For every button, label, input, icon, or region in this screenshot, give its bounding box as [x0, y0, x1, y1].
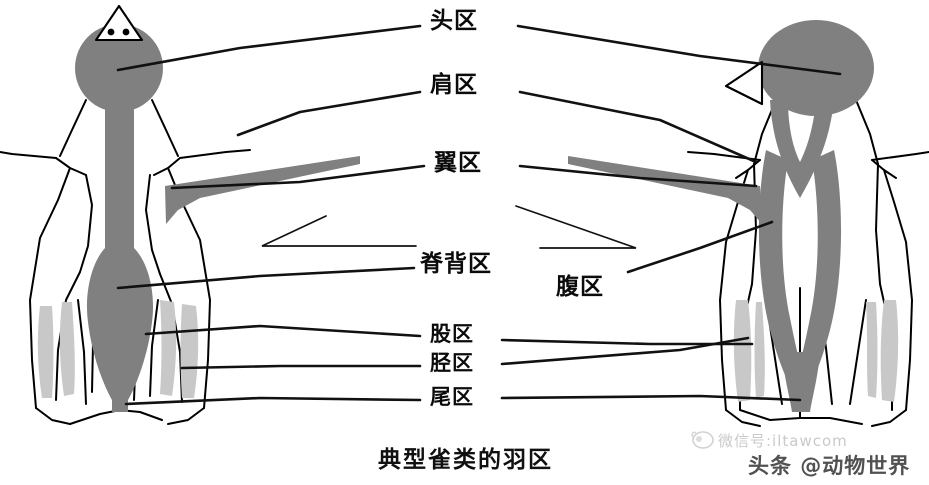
ventral-feather-tracts [568, 20, 874, 412]
leader-wing-left [170, 164, 426, 190]
label-head-region: 头区 [430, 8, 478, 34]
leader-shoulder-right [518, 90, 758, 164]
left-femoral-tract [37, 306, 54, 398]
dorsal-feather-tracts [75, 24, 360, 412]
leader-ventral [626, 220, 774, 274]
label-shoulder-region: 肩区 [430, 72, 478, 98]
label-femoral-region: 股区 [430, 322, 474, 346]
ventral-head-detail [724, 60, 764, 106]
right-femoral-tract [180, 304, 199, 398]
leader-head-left [116, 24, 422, 72]
beak-dorsal [94, 4, 144, 42]
eye-left [107, 28, 115, 36]
right-crural-tract [160, 300, 177, 396]
left-wing-tract-ventral [568, 156, 762, 224]
eye-right [122, 28, 130, 36]
capital-tract-ventral [758, 20, 874, 116]
leader-caudal-right [500, 394, 802, 402]
watermark-logo-icon [691, 431, 714, 449]
ventral-view-bird [568, 20, 929, 427]
left-crural-tract [59, 302, 75, 396]
beak-ventral [724, 60, 764, 106]
right-femoral-tract-ventral [866, 302, 878, 398]
leader-caudal-left [124, 396, 422, 406]
left-crural-tract-ventral [733, 300, 752, 402]
leader-head-right [516, 24, 842, 76]
left-femoral-tract-ventral [754, 302, 765, 398]
leader-femoral-left [144, 324, 422, 338]
neck-tract-ventral [770, 100, 834, 198]
leader-wing-right [518, 164, 758, 188]
figure-caption: 典型雀类的羽区 [378, 447, 553, 473]
right-crural-tract-ventral [880, 300, 899, 402]
label-ventral-region: 腹区 [556, 274, 604, 300]
leader-crural-right [500, 336, 750, 366]
label-spinal-region: 脊背区 [420, 251, 492, 277]
caudal-stem-ventral [782, 352, 820, 412]
watermark-toutiao-account: 头条 @动物世界 [748, 454, 911, 478]
ventral-tract [758, 150, 842, 404]
leader-crural-left [180, 364, 422, 370]
leader-cross-left [261, 215, 417, 247]
leader-shoulder-left [236, 90, 422, 137]
watermark-wechat-id: 微信号:iltawcom [718, 432, 848, 450]
dorsal-view-bird [0, 4, 360, 425]
label-crural-region: 胫区 [430, 351, 474, 375]
label-wing-region: 翼区 [434, 150, 482, 176]
leader-spinal [116, 266, 416, 290]
leader-cross-right [515, 205, 637, 249]
dorsal-lateral-tracts [37, 300, 199, 398]
spinal-tract [86, 100, 154, 412]
ventral-lateral-tracts [733, 300, 899, 402]
left-wing-tract [165, 156, 360, 224]
dorsal-head-detail [94, 4, 144, 42]
label-caudal-region: 尾区 [430, 385, 474, 409]
capital-tract [75, 24, 163, 112]
leader-lines [116, 24, 842, 406]
